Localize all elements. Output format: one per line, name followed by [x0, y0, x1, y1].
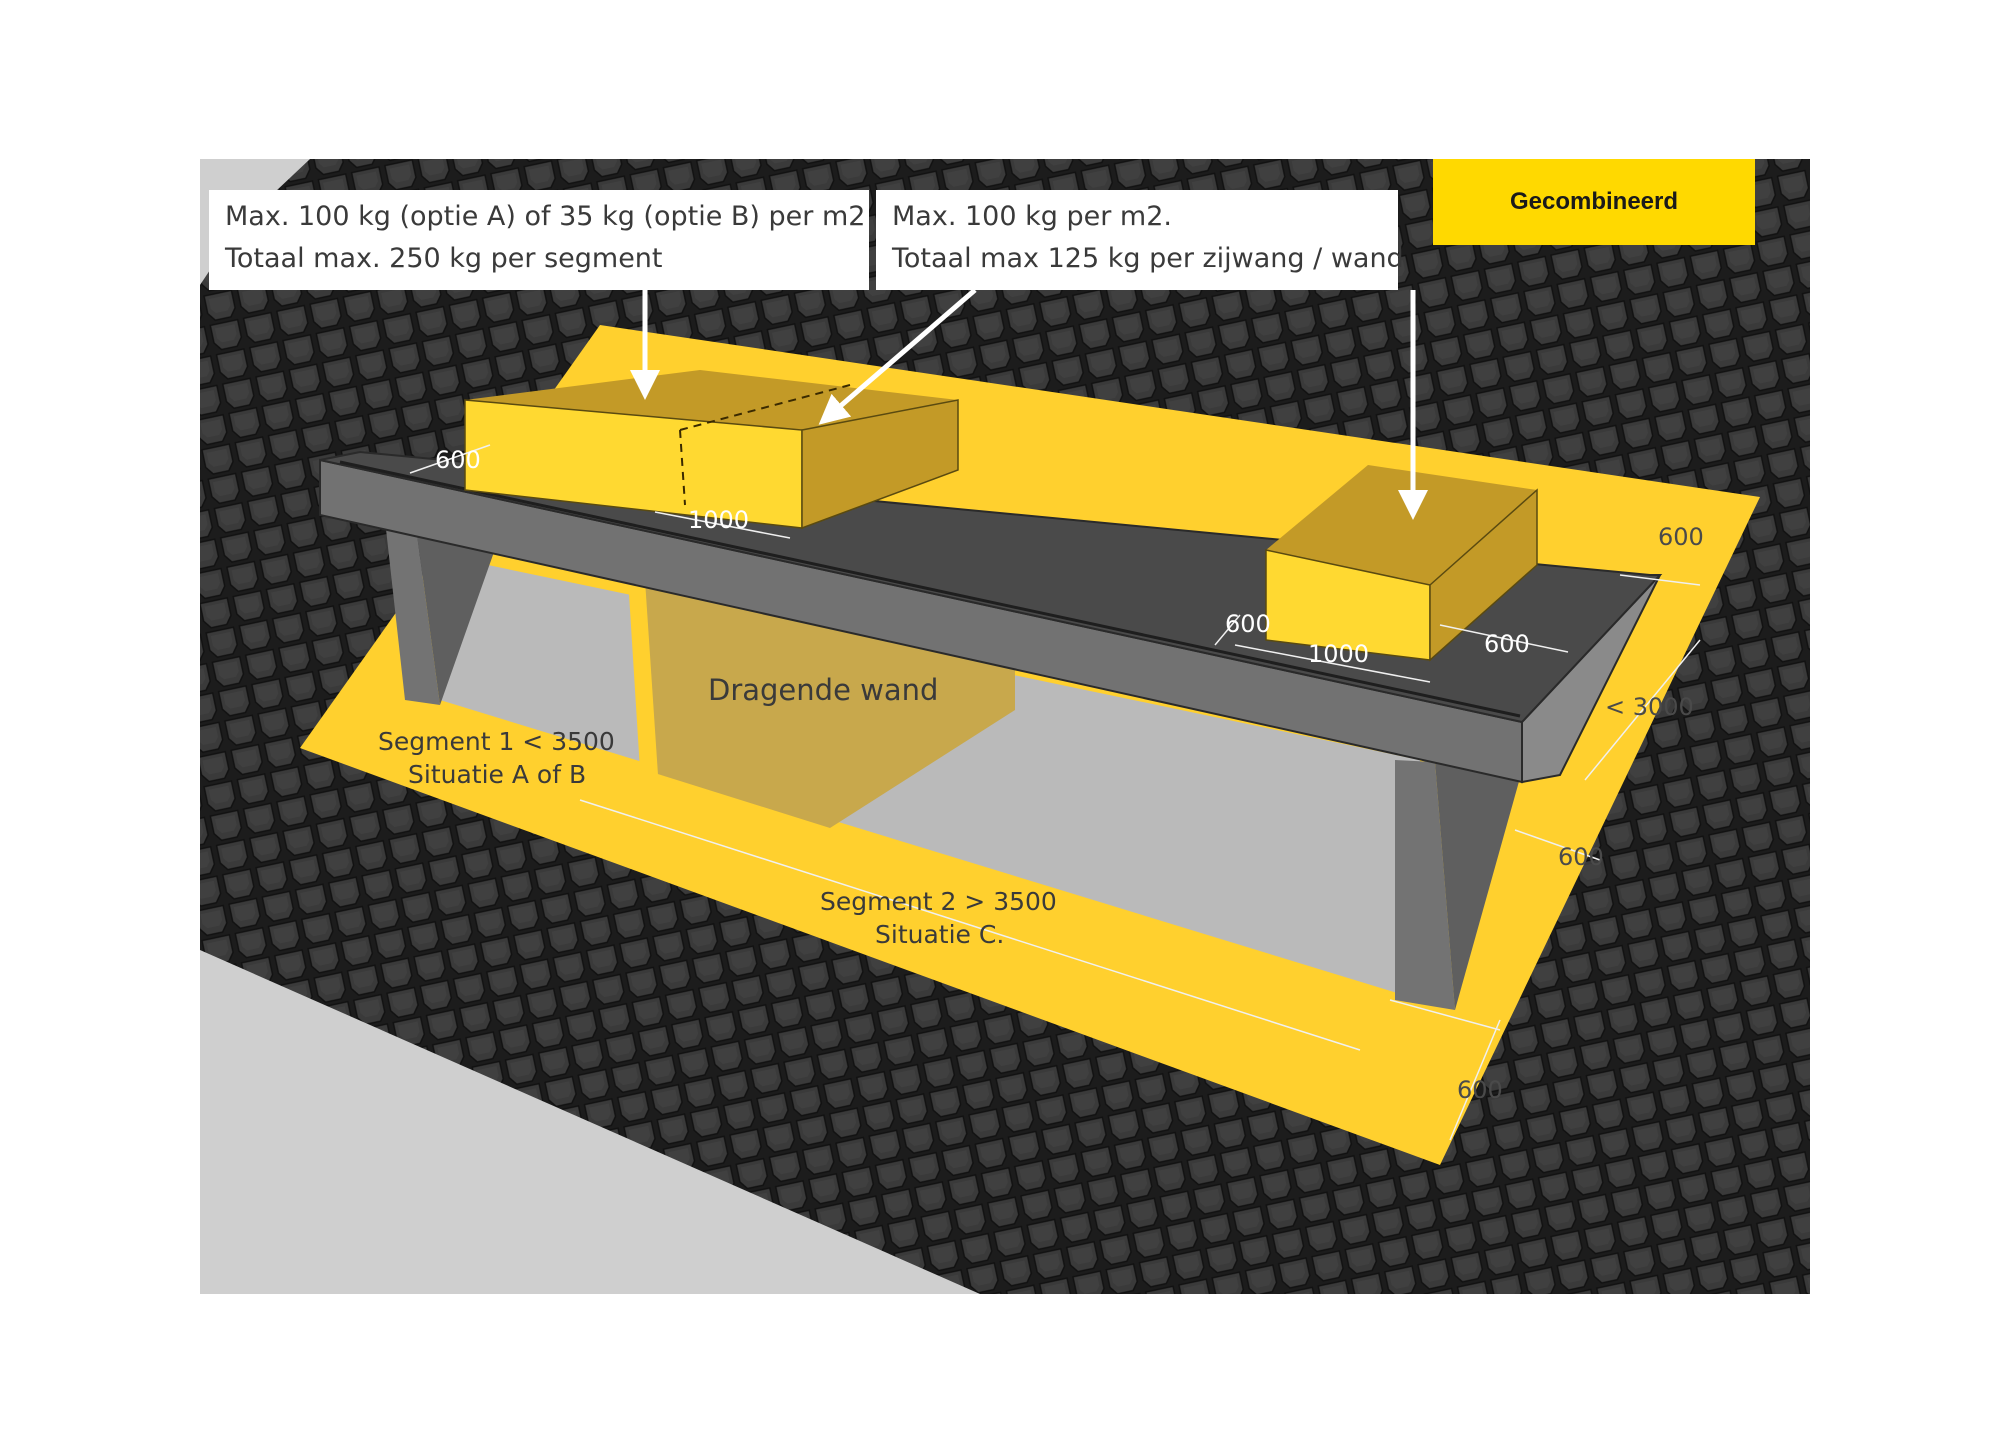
left-post-front [385, 520, 440, 705]
wall-edge [628, 578, 658, 775]
category-badge: Gecombineerd [1433, 159, 1755, 245]
dim-side-top: 600 [1658, 523, 1704, 551]
flat-roof-top [319, 450, 1663, 724]
dim-box-right-edge: 600 [1484, 630, 1530, 658]
dim-box-left-depth: 600 [435, 446, 481, 474]
box-right-side [1429, 488, 1538, 662]
box-right-top [1266, 465, 1537, 585]
right-post-front [1395, 760, 1455, 1010]
segment2-label: Segment 2 > 3500 [820, 887, 1057, 916]
callout-box-right-load: Max. 100 kg per m2. Totaal max 125 kg pe… [876, 190, 1404, 290]
callout-box-left-load: Max. 100 kg (optie A) of 35 kg (optie B)… [209, 190, 869, 290]
dim-bottom: 600 [1457, 1076, 1503, 1104]
dim-side-mid: 600 [1558, 843, 1604, 871]
segment1-situation: Situatie A of B [408, 760, 586, 789]
right-post-side [1435, 760, 1525, 1010]
callout-right-line2: Totaal max 125 kg per zijwang / wand [892, 243, 1404, 274]
box-left-side [801, 399, 959, 530]
callout-left-line2: Totaal max. 250 kg per segment [225, 243, 663, 274]
dim-box-left-width: 1000 [688, 506, 749, 534]
load-arrows [630, 288, 1428, 520]
segment2-situation: Situatie C. [875, 920, 1004, 949]
callout-left-line1: Max. 100 kg (optie A) of 35 kg (optie B)… [225, 201, 866, 232]
callout-right-line1: Max. 100 kg per m2. [892, 201, 1172, 232]
segment1-label: Segment 1 < 3500 [378, 727, 615, 756]
dimension-lines [409, 444, 1701, 1141]
dim-side-height: < 3000 [1605, 693, 1694, 721]
dim-box-right-width: 1000 [1308, 640, 1369, 668]
wall-label: Dragende wand [708, 673, 938, 707]
left-post-side [415, 520, 500, 705]
dim-box-right-depth: 600 [1225, 610, 1271, 638]
